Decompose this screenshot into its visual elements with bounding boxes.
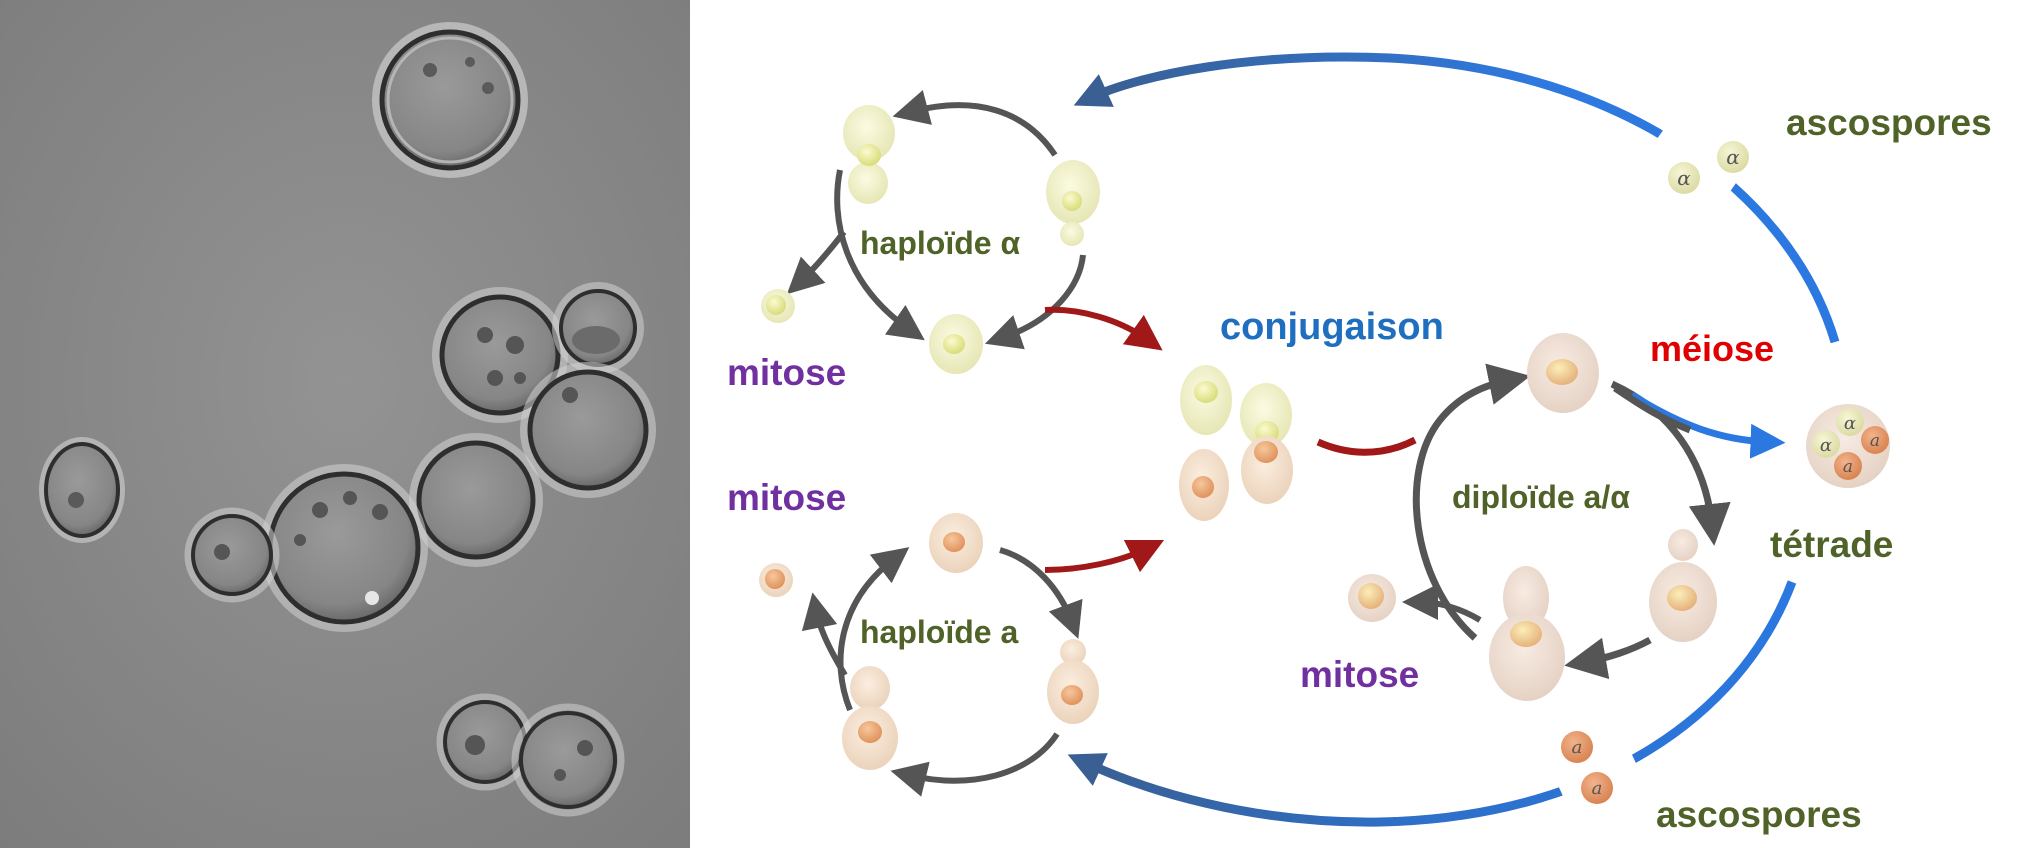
arrow-ascospores-alpha-return	[1073, 52, 1840, 344]
ascospore-alpha-2: α	[1726, 145, 1740, 169]
diploid-budding-cell-bottom	[1489, 566, 1565, 701]
a-cycle-arrow-top	[999, 547, 1083, 639]
ascospore-a-1: a	[1572, 737, 1583, 758]
label-ascospores-top: ascospores	[1786, 102, 1992, 143]
alpha-cell-bottom	[929, 314, 983, 374]
label-ascospores-bottom: ascospores	[1656, 794, 1862, 835]
tetrad-spore-alpha-2: α	[1820, 435, 1832, 456]
a-mitosis-daughter-cell	[759, 563, 793, 597]
alpha-mitosis-arrow	[786, 230, 847, 295]
ascospore-return-arrows	[1067, 52, 1840, 827]
alpha-budding-cell-top	[843, 105, 895, 204]
arrow-a-to-conjugation	[1044, 539, 1165, 573]
a-mitosis-arrow	[801, 592, 848, 677]
diploid-cycle	[1348, 333, 1786, 701]
diploid-budding-cell-right	[1649, 529, 1717, 642]
label-diploid: diploïde a/α	[1452, 479, 1630, 515]
label-meiosis: méiose	[1650, 328, 1774, 369]
arrow-ascospores-a-return	[1067, 580, 1797, 827]
alpha-cycle-arrow-right	[984, 254, 1086, 350]
label-mitosis-diploid: mitose	[1300, 654, 1419, 695]
tetrad: α α a a	[1806, 404, 1890, 488]
a-budding-cell-right	[1047, 639, 1099, 724]
diploid-mitosis-daughter-cell	[1348, 574, 1396, 622]
a-budding-cell-bottom	[842, 666, 898, 770]
a-ascospores: a a	[1561, 731, 1613, 804]
a-cycle-arrow-bottom	[890, 732, 1060, 797]
label-conjugation: conjugaison	[1220, 306, 1444, 348]
label-haploid-alpha: haploïde α	[860, 225, 1020, 261]
conjugation-arrows	[1044, 306, 1417, 573]
alpha-cycle-arrow-left	[834, 169, 925, 341]
arrow-conjugation-to-diploid	[1316, 436, 1417, 456]
diploid-arrow-bottom	[1564, 636, 1652, 680]
meiosis-arrow	[1630, 392, 1786, 459]
alpha-cycle-arrow-top	[892, 90, 1058, 157]
diploid-cell-top	[1527, 333, 1599, 413]
arrow-alpha-to-conjugation	[1044, 306, 1163, 351]
label-haploid-a: haploïde a	[860, 614, 1018, 650]
alpha-ascospores: α α	[1668, 141, 1749, 194]
ascospore-a-2: a	[1592, 778, 1603, 799]
ascospore-alpha-1: α	[1677, 166, 1691, 190]
label-mitosis-a: mitose	[727, 477, 846, 518]
alpha-mitosis-daughter-cell	[761, 289, 795, 323]
diagram-labels: haploïde α haploïde a diploïde a/α conju…	[727, 102, 1992, 835]
haploid-a-cycle	[759, 513, 1099, 797]
tetrad-spore-alpha-1: α	[1844, 413, 1856, 434]
a-cycle-arrow-left	[837, 547, 910, 712]
diploid-arrow-right-down	[1610, 380, 1731, 546]
label-tetrad: tétrade	[1770, 524, 1893, 565]
tetrad-spore-a-2: a	[1843, 457, 1853, 477]
diploid-grey-to-meiosis	[1613, 385, 1692, 434]
micrograph-cells	[39, 22, 656, 817]
tetrad-spore-a-1: a	[1870, 431, 1880, 451]
conjugation-cells	[1179, 365, 1293, 521]
a-cell-top	[929, 513, 983, 573]
yeast-micrograph	[0, 0, 690, 848]
diploid-mitosis-arrow	[1402, 584, 1482, 623]
label-mitosis-alpha: mitose	[727, 352, 846, 393]
haploid-alpha-cycle	[761, 90, 1100, 374]
alpha-budding-cell-right	[1046, 160, 1100, 246]
